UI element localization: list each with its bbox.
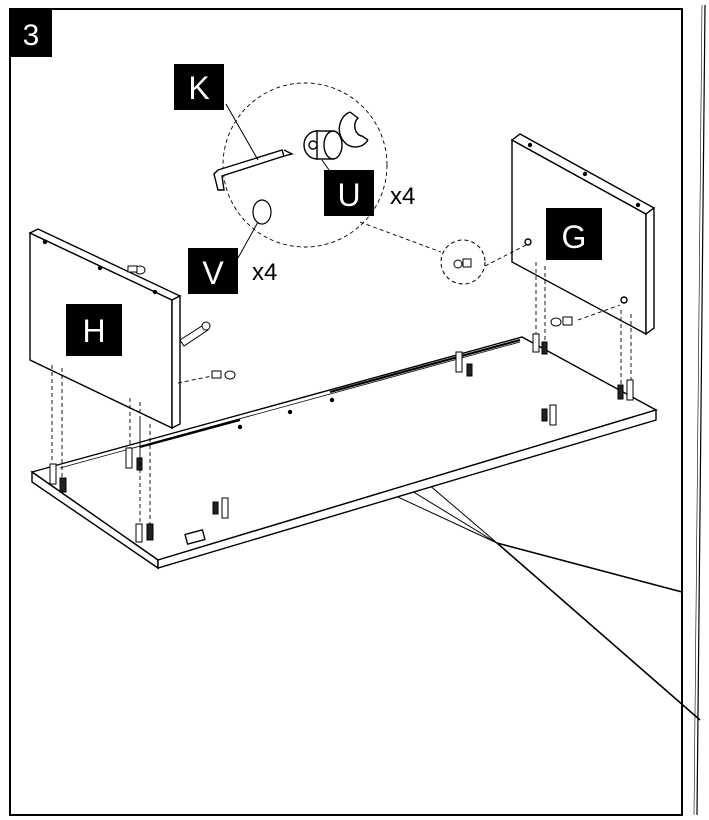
detail-circle (222, 82, 388, 248)
part-label-u: U x4 (324, 170, 415, 216)
k-leader (225, 103, 259, 161)
cap-v (252, 199, 272, 225)
part-letter-u: U (337, 177, 360, 213)
step-frame (9, 8, 683, 816)
panel-h-fittings (127, 265, 236, 380)
next-panel-edge (696, 4, 706, 816)
cam-lock-u (303, 111, 369, 160)
part-letter-v: V (202, 255, 224, 291)
allen-key-k (213, 149, 295, 191)
panel-g-fittings (440, 239, 573, 327)
part-qty-v: x4 (252, 259, 277, 286)
part-label-v: V x4 (188, 248, 277, 294)
base-fittings (49, 333, 634, 543)
step-badge: 3 (10, 9, 52, 57)
part-label-g: G (546, 208, 602, 260)
step-number: 3 (23, 19, 40, 52)
next-panel-edge-inner (693, 4, 703, 816)
part-letter-h: H (82, 313, 105, 349)
part-letter-k: K (188, 70, 209, 106)
guide-lines (51, 221, 632, 524)
part-qty-u: x4 (390, 183, 415, 210)
part-letter-g: G (562, 219, 587, 255)
part-label-k: K (174, 64, 224, 110)
v-leader (237, 221, 259, 259)
base-board (30, 336, 658, 570)
part-label-h: H (66, 304, 122, 356)
